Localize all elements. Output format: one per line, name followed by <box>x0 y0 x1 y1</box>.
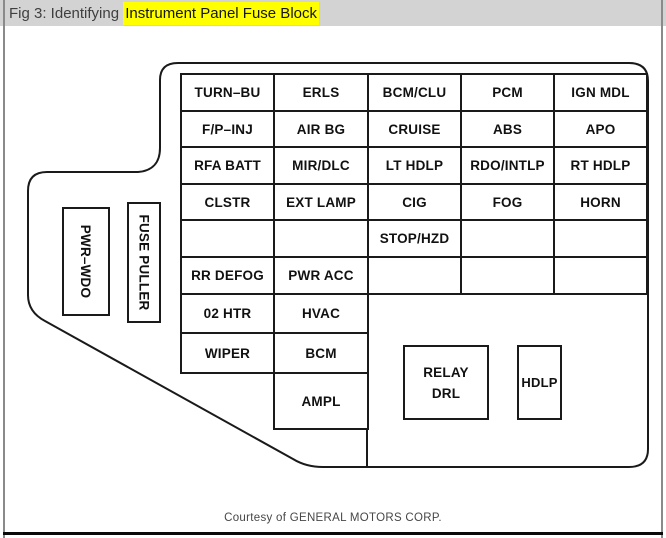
relay-drl-line2: DRL <box>431 385 461 401</box>
fuse-cell-lt-hdlp: LT HDLP <box>367 146 462 185</box>
left-border <box>3 0 5 538</box>
figure-caption-prefix: Fig 3: Identifying <box>9 4 124 22</box>
fuse-cell-pcm: PCM <box>460 73 555 112</box>
fuse-cell-rt-hdlp: RT HDLP <box>553 146 648 185</box>
relay-drl-box: RELAY DRL <box>403 345 489 420</box>
fuse-cell-empty <box>460 219 555 258</box>
figure-caption-highlight: Instrument Panel Fuse Block <box>123 1 319 25</box>
bottom-divider <box>3 532 663 535</box>
fuse-cell-empty <box>553 219 648 258</box>
fuse-cell-pwr-acc: PWR ACC <box>273 256 369 295</box>
right-border <box>661 0 663 538</box>
fuse-cell-stop-hzd: STOP/HZD <box>367 219 462 258</box>
fuse-cell-empty <box>460 256 555 295</box>
courtesy-credit: Courtesy of GENERAL MOTORS CORP. <box>224 512 442 524</box>
fuse-cell-ign-mdl: IGN MDL <box>553 73 648 112</box>
fuse-cell-clstr: CLSTR <box>180 183 275 221</box>
fuse-cell-fog: FOG <box>460 183 555 221</box>
fuse-cell-empty <box>553 256 648 295</box>
fuse-cell-pwr-wdo: PWR–WDO <box>62 207 110 316</box>
fuse-cell-bcm-clu: BCM/CLU <box>367 73 462 112</box>
fuse-cell-ampl: AMPL <box>273 372 369 430</box>
fuse-cell-empty <box>180 219 275 258</box>
fuse-puller-slot: FUSE PULLER <box>127 202 161 323</box>
fuse-cell-02-htr: 02 HTR <box>180 293 275 334</box>
fuse-cell-fp-inj: F/P–INJ <box>180 110 275 148</box>
fuse-cell-ext-lamp: EXT LAMP <box>273 183 369 221</box>
fuse-cell-empty <box>273 219 369 258</box>
fuse-cell-air-bg: AIR BG <box>273 110 369 148</box>
fuse-cell-apo: APO <box>553 110 648 148</box>
fuse-cell-wiper: WIPER <box>180 332 275 374</box>
fuse-cell-bcm: BCM <box>273 332 369 374</box>
pwr-wdo-label: PWR–WDO <box>78 224 94 299</box>
fuse-cell-hvac: HVAC <box>273 293 369 334</box>
fuse-cell-cig: CIG <box>367 183 462 221</box>
fuse-cell-erls: ERLS <box>273 73 369 112</box>
fuse-cell-empty <box>367 256 462 295</box>
fuse-cell-horn: HORN <box>553 183 648 221</box>
fuse-cell-cruise: CRUISE <box>367 110 462 148</box>
relay-drl-line1: RELAY <box>423 364 469 380</box>
hdlp-relay-box: HDLP <box>517 345 562 420</box>
fuse-puller-label: FUSE PULLER <box>136 214 152 311</box>
fuse-cell-rr-defog: RR DEFOG <box>180 256 275 295</box>
fuse-cell-abs: ABS <box>460 110 555 148</box>
figure-caption-bar: Fig 3: Identifying Instrument Panel Fuse… <box>0 0 666 26</box>
fuse-cell-mir-dlc: MIR/DLC <box>273 146 369 185</box>
fuse-cell-rfa-batt: RFA BATT <box>180 146 275 185</box>
fuse-cell-turn-bu: TURN–BU <box>180 73 275 112</box>
fuse-cell-rdo-intlp: RDO/INTLP <box>460 146 555 185</box>
